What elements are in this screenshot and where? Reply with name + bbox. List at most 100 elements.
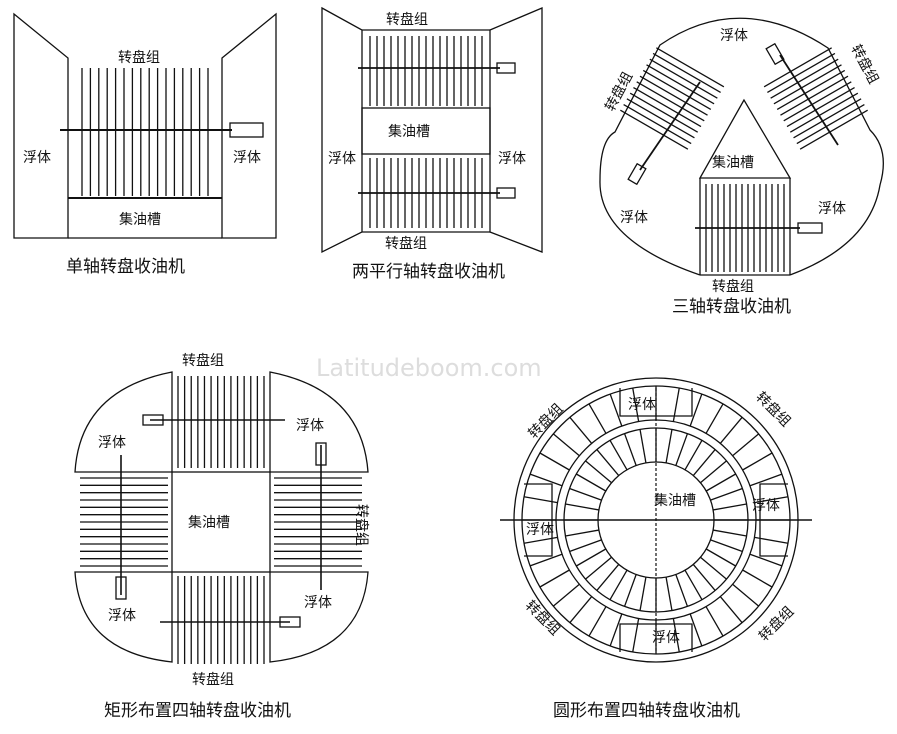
label-float-left: 浮体 xyxy=(526,522,554,538)
disc-line xyxy=(692,564,716,591)
disc-line xyxy=(763,47,832,88)
disc-line xyxy=(649,58,718,99)
drive-motor xyxy=(229,122,264,138)
disc-line xyxy=(576,548,607,567)
disc-line xyxy=(732,583,760,607)
label-disc-group-top: 转盘组 xyxy=(182,352,224,369)
axis-shaft-right xyxy=(779,54,839,146)
label-disc-group-bottom: 转盘组 xyxy=(712,278,754,295)
float-top-left xyxy=(74,371,173,473)
disc-line xyxy=(639,75,708,116)
panel-three-axes: 浮体 转盘组 转盘组 集油槽 浮体 浮体 转盘组 三轴转盘收油机 xyxy=(599,17,884,317)
disc-line xyxy=(623,433,637,466)
label-disc-group-top: 转盘组 xyxy=(386,11,428,28)
outer-float-contour xyxy=(599,17,884,276)
panel-two-parallel-axes: 转盘组 集油槽 浮体 浮体 转盘组 两平行轴转盘收油机 xyxy=(321,6,543,282)
drive-motor-bottom xyxy=(797,222,823,234)
disc-line xyxy=(705,606,724,637)
disc-bars-left xyxy=(80,477,168,567)
panel-single-axis: 转盘组 浮体 浮体 集油槽 单轴转盘收油机 xyxy=(13,12,277,277)
disc-line xyxy=(749,553,783,567)
disc-line xyxy=(783,81,852,122)
right-float xyxy=(221,12,277,239)
float-top-right xyxy=(269,371,369,473)
disc-line xyxy=(796,103,865,145)
disc-line xyxy=(665,429,673,463)
panel-rectangular-four-axes: 转盘组 浮体 浮体 集油槽 转盘组 浮体 浮体 转盘组 矩形布置四轴转盘收油机 xyxy=(74,352,370,721)
drive-motor-bottom xyxy=(496,187,516,199)
disc-line xyxy=(596,564,620,591)
disc-line xyxy=(565,529,599,537)
disc-line xyxy=(689,613,703,647)
label-float-bottom-left: 浮体 xyxy=(108,608,136,624)
oil-tank-box xyxy=(361,107,491,155)
caption-single-axis: 单轴转盘收油机 xyxy=(66,257,185,277)
left-float xyxy=(321,6,363,254)
disc-line xyxy=(539,569,570,588)
label-float-left: 浮体 xyxy=(23,150,51,166)
drive-motor-top xyxy=(496,62,516,74)
disc-line xyxy=(609,569,628,600)
label-disc-group-right: 转盘组 xyxy=(847,42,882,87)
disc-line xyxy=(652,52,721,94)
label-disc-group-top-left: 转盘组 xyxy=(525,400,567,442)
label-oil-tank: 集油槽 xyxy=(119,211,161,228)
label-float-top-right: 浮体 xyxy=(296,418,324,434)
caption-three-axis: 三轴转盘收油机 xyxy=(672,297,791,317)
drive-motor-right xyxy=(765,42,785,66)
label-float-left: 浮体 xyxy=(328,151,356,167)
disc-line xyxy=(539,452,570,471)
label-float-top-left: 浮体 xyxy=(98,435,126,451)
disc-line xyxy=(689,393,703,427)
label-oil-tank: 集油槽 xyxy=(712,154,754,171)
disc-line xyxy=(585,556,612,580)
disc-line xyxy=(646,64,715,105)
axis-shaft-left xyxy=(639,81,701,171)
disc-bars xyxy=(81,68,209,196)
label-oil-tank: 集油槽 xyxy=(388,123,430,140)
label-float-top: 浮体 xyxy=(720,28,748,44)
left-float xyxy=(13,12,69,239)
panel-round-four-axes: 浮体 浮体 浮体 浮体 集油槽 转盘组 转盘组 转盘组 转盘组 圆形布置四轴转盘… xyxy=(500,377,812,721)
disc-line xyxy=(609,440,628,471)
disc-line xyxy=(793,98,862,139)
disc-line xyxy=(636,81,705,122)
disc-line xyxy=(732,433,760,457)
disc-line xyxy=(780,75,849,116)
disc-line xyxy=(642,69,712,111)
label-disc-group-right: 转盘组 xyxy=(353,504,370,546)
disc-line xyxy=(700,460,727,484)
disc-line xyxy=(789,92,859,133)
disc-line xyxy=(633,86,702,128)
disc-line xyxy=(552,583,580,607)
label-float-right: 浮体 xyxy=(818,201,846,217)
disc-line xyxy=(742,452,773,471)
disc-line xyxy=(713,529,747,537)
caption-rect-four: 矩形布置四轴转盘收油机 xyxy=(104,701,291,721)
disc-line xyxy=(705,473,736,492)
label-disc-group-bottom: 转盘组 xyxy=(192,671,234,688)
float-bottom-left xyxy=(74,571,173,663)
caption-two-parallel: 两平行轴转盘收油机 xyxy=(352,262,505,282)
label-disc-group-left: 转盘组 xyxy=(601,69,636,114)
disc-line xyxy=(569,539,602,553)
oil-tank-square xyxy=(171,471,271,573)
disc-bars-right xyxy=(763,47,868,150)
label-oil-tank: 集油槽 xyxy=(188,514,230,531)
disc-line xyxy=(773,64,842,105)
disc-line xyxy=(665,577,673,611)
disc-line xyxy=(639,577,647,611)
label-disc-group: 转盘组 xyxy=(118,49,160,66)
label-float-right: 浮体 xyxy=(233,150,261,166)
label-float-bottom: 浮体 xyxy=(652,630,680,646)
float-bottom-right xyxy=(269,571,369,663)
disc-line xyxy=(629,92,699,133)
disc-line xyxy=(639,429,647,463)
watermark: Latitudeboom.com xyxy=(316,354,542,382)
disc-line xyxy=(675,433,689,466)
label-disc-group-bottom: 转盘组 xyxy=(385,235,427,252)
disc-line xyxy=(529,473,563,487)
disc-line xyxy=(776,69,846,111)
disc-line xyxy=(675,574,689,607)
disc-line xyxy=(742,569,773,588)
